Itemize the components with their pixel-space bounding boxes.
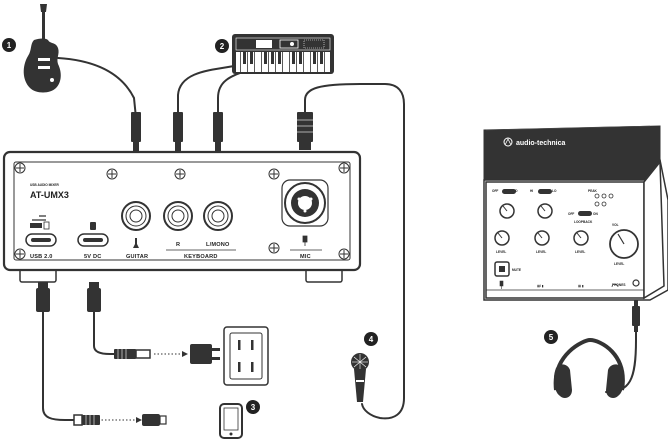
guitar-label: GUITAR: [126, 254, 148, 260]
device-subtitle: USB AUDIO MIXER: [30, 183, 59, 187]
hilo-switch: [538, 189, 552, 194]
svg-text:OFF: OFF: [492, 189, 498, 193]
guitar-jack: [121, 201, 151, 231]
wall-outlet-icon: [223, 326, 269, 386]
keyboard-r-jack: [163, 201, 193, 231]
loopback-switch: [578, 211, 592, 216]
keyboard-label: KEYBOARD: [184, 254, 218, 260]
mute-button: [494, 261, 510, 277]
plugs-top: [131, 112, 313, 152]
keyboard-l-jack: [203, 201, 233, 231]
svg-text:3: 3: [251, 403, 256, 412]
svg-text:1: 1: [7, 41, 12, 50]
r-label: R: [176, 242, 180, 248]
usb-c-connector: [142, 414, 167, 426]
led-indicator-icon: [594, 193, 614, 207]
usb-a-plug-phone: [73, 414, 100, 426]
power-adapter-icon: [190, 344, 220, 364]
keyboard-guitar-icon: ▦/ ▮: [537, 284, 544, 288]
usb-a-plug-power: [114, 349, 151, 359]
guitar-small-icon: [133, 238, 139, 248]
dotted-lines: [98, 353, 182, 421]
headphones-small-icon: [611, 283, 619, 288]
microphone-icon: [351, 353, 369, 402]
dc-label: 5V DC: [84, 254, 101, 260]
mic-cable: [304, 83, 405, 420]
svg-text:4: 4: [369, 335, 374, 344]
svg-text:VOL: VOL: [612, 223, 619, 227]
keyboard-cable-r: [177, 64, 241, 119]
smartphone-icon: [219, 403, 243, 439]
mic-label: MIC: [300, 254, 311, 260]
headphone-plug: [632, 300, 640, 332]
svg-text:LEVEL: LEVEL: [614, 262, 624, 266]
svg-text:OFF: OFF: [568, 212, 574, 216]
svg-text:5: 5: [549, 333, 554, 342]
svg-text:LEVEL: LEVEL: [575, 250, 585, 254]
loopback-label: LOOPBACK: [574, 220, 593, 224]
svg-text:HI: HI: [530, 189, 533, 193]
dc-port: [77, 222, 109, 247]
audio-technica-mixer-device: audio-technica OFF PAD HI LO PEAK OFF: [483, 125, 668, 301]
svg-text:LO: LO: [552, 189, 557, 193]
callout-5: 5: [544, 330, 558, 344]
lmono-label: L/MONO: [206, 242, 230, 248]
keyboard-cable-l: [217, 69, 249, 119]
microphone-small-icon: [302, 235, 308, 246]
svg-text:LEVEL: LEVEL: [496, 250, 506, 254]
phones-volume-knob: [609, 229, 639, 259]
arrow-right-icon: [136, 417, 142, 423]
svg-text:ON: ON: [593, 212, 598, 216]
gain-knob-2: [537, 203, 553, 219]
level-knob-2: [534, 230, 550, 246]
usb-cable: [42, 311, 75, 421]
usb-label: USB 2.0: [30, 254, 53, 260]
device-model: AT-UMX3: [30, 190, 69, 200]
xlr-combo-jack: [281, 179, 329, 227]
svg-text:PEAK: PEAK: [588, 189, 598, 193]
usb-port: [25, 215, 57, 247]
dc-cable: [93, 311, 115, 355]
svg-text:PHONES: PHONES: [612, 283, 625, 287]
svg-text:2: 2: [220, 42, 225, 51]
arrow-right-icon: [182, 351, 188, 357]
at-umx3-device: USB AUDIO MIXER AT-UMX3 USB 2.0 5V DC GU…: [2, 150, 362, 283]
svg-text:LEVEL: LEVEL: [536, 250, 546, 254]
level-knob-3: [573, 230, 589, 246]
audio-technica-logo: [503, 137, 513, 147]
mute-label: MUTE: [512, 268, 521, 272]
electric-guitar-icon: [23, 4, 61, 93]
level-knob-1: [494, 230, 510, 246]
microphone-small-icon: [499, 280, 504, 289]
keyboard-icon: ▦ ▮: [578, 284, 584, 288]
callout-3: 3: [246, 400, 260, 414]
callout-4: 4: [364, 332, 378, 346]
brand-text: audio-technica: [516, 140, 566, 147]
keyboard-synth-icon: [232, 34, 334, 74]
callout-1: 1: [2, 38, 16, 52]
gain-knob-1: [499, 203, 515, 219]
usb-c-plugs: [36, 282, 101, 312]
callout-2: 2: [215, 39, 229, 53]
guitar-cable: [57, 57, 137, 119]
pad-switch: [502, 189, 516, 194]
screw-icon: [14, 162, 350, 260]
headphone-jack: [632, 279, 640, 287]
headphones-icon: [553, 337, 625, 398]
